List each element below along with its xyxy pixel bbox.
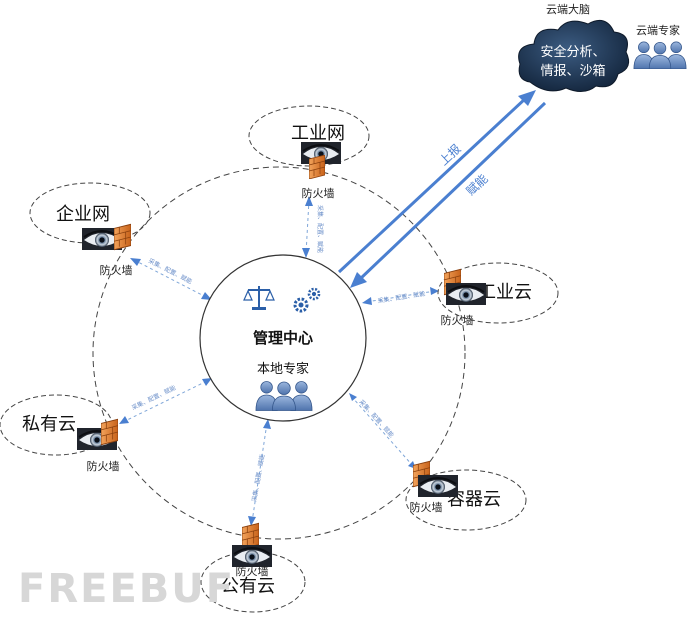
cloud-brain[interactable] [518, 19, 630, 92]
firewall-label-private-cloud: 防火墙 [87, 459, 120, 473]
eye-icon [232, 545, 272, 567]
node-label-industrial-net: 工业网 [291, 123, 345, 144]
eye-icon [418, 475, 458, 497]
cloud-brain-line1: 安全分析、 [540, 44, 605, 60]
firewall-label-public-cloud: 防火墙 [236, 564, 269, 578]
firewall-label-container-cloud: 防火墙 [410, 500, 443, 514]
node-label-container-cloud: 容器云 [447, 489, 501, 510]
gears-icon [293, 287, 321, 313]
watermark: FREEBUF [18, 566, 236, 612]
cloud-brain-title: 云端大脑 [546, 2, 590, 16]
report-up-label: 上报 [436, 141, 464, 168]
cloud-experts-label: 云端专家 [636, 23, 680, 37]
node-label-private-cloud: 私有云 [22, 414, 76, 435]
cloud-brain-line2: 情报、沙箱 [540, 63, 605, 79]
link-label-public-cloud: 采集、配置、赋能 [250, 454, 266, 503]
report-enable-arrows [337, 90, 547, 288]
link-label-industrial-cloud: 采集、配置、赋能 [377, 290, 426, 305]
eye-icon [446, 283, 486, 305]
node-label-public-cloud: 公有云 [221, 576, 275, 597]
firewall-label-industrial-net: 防火墙 [302, 186, 335, 200]
center-title: 管理中心 [253, 329, 313, 347]
scale-icon [243, 286, 275, 310]
network-ring [92, 166, 466, 540]
firewall-icon [101, 418, 118, 446]
link-lines [122, 199, 436, 523]
node-label-enterprise-net: 企业网 [56, 204, 110, 225]
firewall-icon [242, 522, 259, 550]
link-label-container-cloud: 采集、配置、赋能 [358, 398, 396, 439]
link-arrowheads [119, 196, 439, 526]
node-label-industrial-cloud: 工业云 [478, 282, 532, 303]
cloud-experts-icon [633, 41, 687, 69]
firewall-icon [309, 155, 325, 179]
management-center[interactable] [199, 254, 367, 422]
firewall-icon [114, 223, 131, 251]
link-label-enterprise-net: 采集、配置、赋能 [147, 257, 193, 286]
node-container-cloud[interactable] [405, 469, 527, 531]
local-experts-icon [255, 381, 313, 411]
node-industrial-cloud[interactable] [437, 262, 559, 324]
firewall-label-enterprise-net: 防火墙 [100, 263, 133, 277]
link-label-industrial-net: 采集、配置、赋能 [316, 205, 324, 253]
firewall-label-industrial-cloud: 防火墙 [441, 313, 474, 327]
link-label-private-cloud: 采集、配置、赋能 [130, 384, 177, 412]
local-experts-label: 本地专家 [257, 361, 309, 377]
